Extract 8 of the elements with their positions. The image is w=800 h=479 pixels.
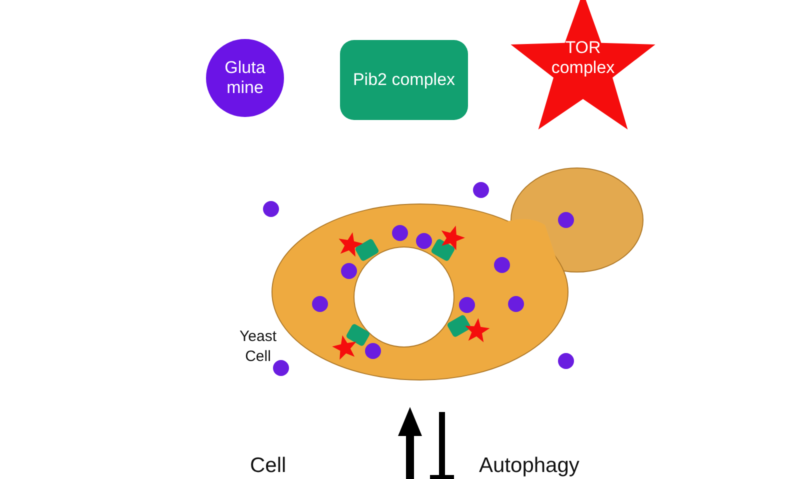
text-label: Autophagy — [479, 454, 580, 478]
node-label: Pib2 complex — [352, 70, 456, 90]
node-label: Gluta mine — [224, 58, 266, 98]
glutamine-circle — [206, 39, 284, 117]
node-label: TOR complex — [550, 38, 616, 78]
text-label: Yeast Cell — [238, 327, 278, 367]
complex-box — [340, 40, 468, 120]
text-label: Cell — [250, 454, 286, 478]
